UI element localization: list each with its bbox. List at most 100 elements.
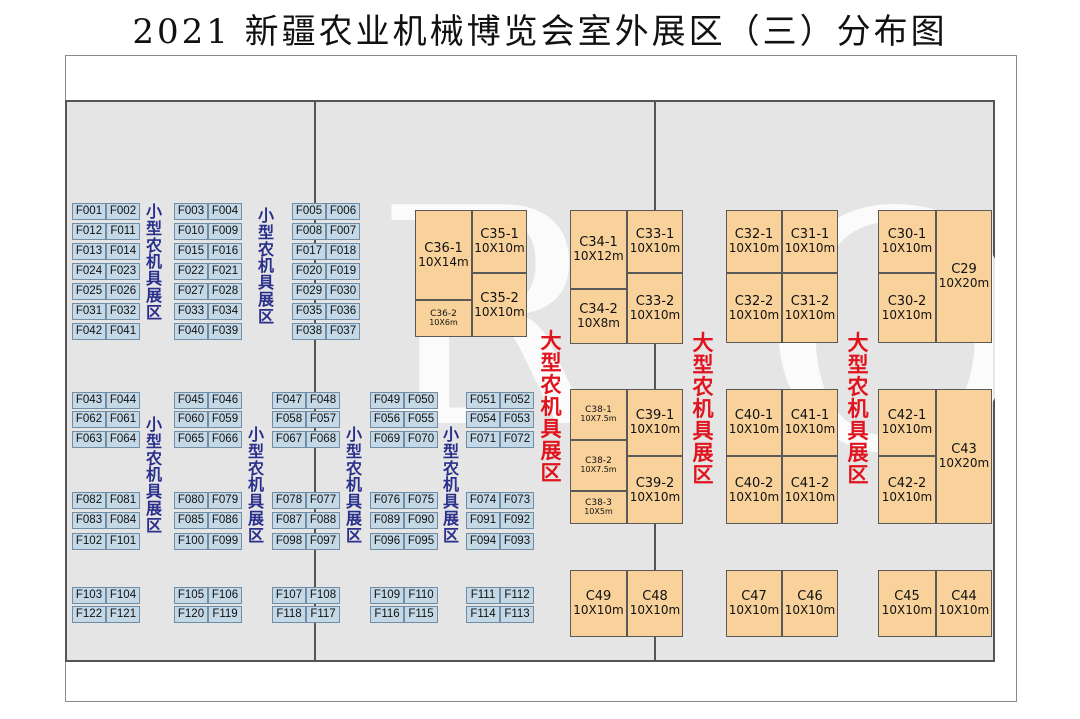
booth-f-f050[interactable]: F050 bbox=[404, 392, 438, 409]
booth-f-f104[interactable]: F104 bbox=[106, 587, 140, 604]
booth-f-f034[interactable]: F034 bbox=[208, 303, 242, 320]
booth-f-f023[interactable]: F023 bbox=[106, 263, 140, 280]
booth-f-f004[interactable]: F004 bbox=[208, 203, 242, 220]
booth-f-f088[interactable]: F088 bbox=[306, 512, 340, 529]
booth-f-f032[interactable]: F032 bbox=[106, 303, 140, 320]
booth-f-f021[interactable]: F021 bbox=[208, 263, 242, 280]
booth-f-f045[interactable]: F045 bbox=[174, 392, 208, 409]
booth-f-f010[interactable]: F010 bbox=[174, 223, 208, 240]
booth-f-f012[interactable]: F012 bbox=[72, 223, 106, 240]
booth-f-f055[interactable]: F055 bbox=[404, 411, 438, 428]
booth-f-f062[interactable]: F062 bbox=[72, 411, 106, 428]
booth-f-f078[interactable]: F078 bbox=[272, 492, 306, 509]
booth-f-f017[interactable]: F017 bbox=[292, 243, 326, 260]
booth-f-f015[interactable]: F015 bbox=[174, 243, 208, 260]
booth-f-f049[interactable]: F049 bbox=[370, 392, 404, 409]
booth-f-f016[interactable]: F016 bbox=[208, 243, 242, 260]
booth-f-f028[interactable]: F028 bbox=[208, 283, 242, 300]
booth-f-f074[interactable]: F074 bbox=[466, 492, 500, 509]
booth-f-f121[interactable]: F121 bbox=[106, 606, 140, 623]
booth-f-f031[interactable]: F031 bbox=[72, 303, 106, 320]
booth-f-f079[interactable]: F079 bbox=[208, 492, 242, 509]
booth-f-f038[interactable]: F038 bbox=[292, 323, 326, 340]
booth-f-f093[interactable]: F093 bbox=[500, 533, 534, 550]
booth-f-f037[interactable]: F037 bbox=[326, 323, 360, 340]
booth-f-f019[interactable]: F019 bbox=[326, 263, 360, 280]
booth-f-f008[interactable]: F008 bbox=[292, 223, 326, 240]
booth-f-f006[interactable]: F006 bbox=[326, 203, 360, 220]
booth-f-f089[interactable]: F089 bbox=[370, 512, 404, 529]
booth-f-f026[interactable]: F026 bbox=[106, 283, 140, 300]
booth-f-f110[interactable]: F110 bbox=[404, 587, 438, 604]
booth-f-f027[interactable]: F027 bbox=[174, 283, 208, 300]
booth-f-f116[interactable]: F116 bbox=[370, 606, 404, 623]
booth-f-f051[interactable]: F051 bbox=[466, 392, 500, 409]
booth-f-f082[interactable]: F082 bbox=[72, 492, 106, 509]
booth-f-f020[interactable]: F020 bbox=[292, 263, 326, 280]
booth-f-f029[interactable]: F029 bbox=[292, 283, 326, 300]
booth-f-f056[interactable]: F056 bbox=[370, 411, 404, 428]
booth-f-f109[interactable]: F109 bbox=[370, 587, 404, 604]
booth-f-f033[interactable]: F033 bbox=[174, 303, 208, 320]
booth-f-f118[interactable]: F118 bbox=[272, 606, 306, 623]
booth-f-f002[interactable]: F002 bbox=[106, 203, 140, 220]
booth-f-f018[interactable]: F018 bbox=[326, 243, 360, 260]
booth-f-f111[interactable]: F111 bbox=[466, 587, 500, 604]
booth-f-f102[interactable]: F102 bbox=[72, 533, 106, 550]
booth-f-f117[interactable]: F117 bbox=[306, 606, 340, 623]
booth-f-f035[interactable]: F035 bbox=[292, 303, 326, 320]
booth-f-f087[interactable]: F087 bbox=[272, 512, 306, 529]
booth-f-f069[interactable]: F069 bbox=[370, 431, 404, 448]
booth-f-f053[interactable]: F053 bbox=[500, 411, 534, 428]
booth-f-f048[interactable]: F048 bbox=[306, 392, 340, 409]
booth-f-f059[interactable]: F059 bbox=[208, 411, 242, 428]
booth-f-f114[interactable]: F114 bbox=[466, 606, 500, 623]
booth-f-f120[interactable]: F120 bbox=[174, 606, 208, 623]
booth-f-f101[interactable]: F101 bbox=[106, 533, 140, 550]
booth-f-f071[interactable]: F071 bbox=[466, 431, 500, 448]
booth-f-f113[interactable]: F113 bbox=[500, 606, 534, 623]
booth-f-f107[interactable]: F107 bbox=[272, 587, 306, 604]
booth-f-f072[interactable]: F072 bbox=[500, 431, 534, 448]
booth-f-f040[interactable]: F040 bbox=[174, 323, 208, 340]
booth-f-f013[interactable]: F013 bbox=[72, 243, 106, 260]
booth-f-f058[interactable]: F058 bbox=[272, 411, 306, 428]
booth-f-f066[interactable]: F066 bbox=[208, 431, 242, 448]
booth-f-f064[interactable]: F064 bbox=[106, 431, 140, 448]
booth-f-f068[interactable]: F068 bbox=[306, 431, 340, 448]
booth-f-f067[interactable]: F067 bbox=[272, 431, 306, 448]
booth-f-f091[interactable]: F091 bbox=[466, 512, 500, 529]
booth-f-f025[interactable]: F025 bbox=[72, 283, 106, 300]
booth-f-f063[interactable]: F063 bbox=[72, 431, 106, 448]
booth-f-f075[interactable]: F075 bbox=[404, 492, 438, 509]
booth-f-f047[interactable]: F047 bbox=[272, 392, 306, 409]
booth-f-f030[interactable]: F030 bbox=[326, 283, 360, 300]
booth-f-f080[interactable]: F080 bbox=[174, 492, 208, 509]
booth-f-f070[interactable]: F070 bbox=[404, 431, 438, 448]
booth-f-f090[interactable]: F090 bbox=[404, 512, 438, 529]
booth-f-f057[interactable]: F057 bbox=[306, 411, 340, 428]
booth-f-f022[interactable]: F022 bbox=[174, 263, 208, 280]
booth-f-f106[interactable]: F106 bbox=[208, 587, 242, 604]
